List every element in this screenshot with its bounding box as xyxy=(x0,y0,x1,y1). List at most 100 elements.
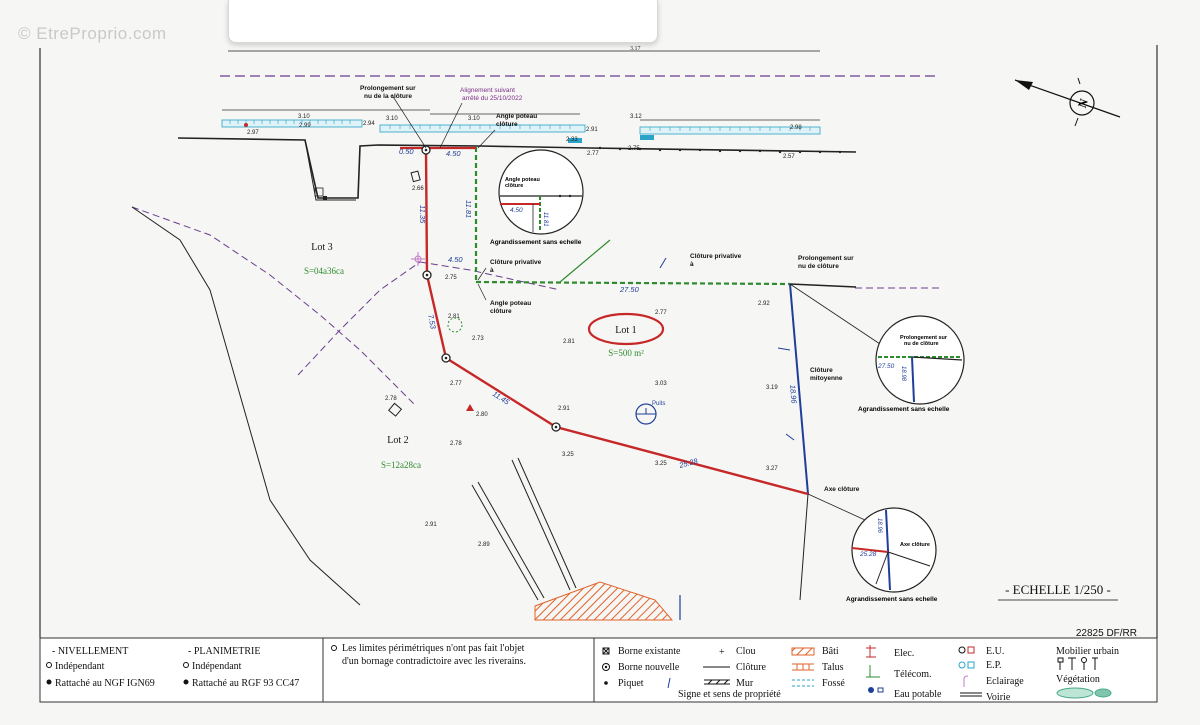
elevation-label: 3.10 xyxy=(468,116,480,122)
detail-caption: Agrandissement sans echelle xyxy=(846,596,938,603)
annotation-text: nu de la clôture xyxy=(364,93,412,100)
dimension-label: 27.50 xyxy=(619,285,640,294)
detail-title: Axe clôture xyxy=(900,542,930,548)
north-arrow-icon: N xyxy=(1014,77,1121,127)
nail-icon: + xyxy=(719,647,725,658)
detail-dimension: 27.50 xyxy=(877,363,895,370)
legend-item: Voirie xyxy=(986,692,1011,703)
elevation-label: 2.99 xyxy=(299,123,311,129)
road-icon xyxy=(960,692,982,697)
elevation-label: 2.78 xyxy=(450,441,462,447)
built-area-hatch xyxy=(534,581,674,621)
legend-item: Eclairage xyxy=(986,676,1024,687)
annotation-text: clôture xyxy=(496,121,518,128)
lot-area: S=04a36ca xyxy=(304,266,344,276)
elevation-label: 3.27 xyxy=(766,466,778,472)
new-marker-icon xyxy=(602,663,610,671)
elevation-label: 2.98 xyxy=(790,125,802,131)
elevation-label: 2.57 xyxy=(783,154,795,160)
telecom-icon xyxy=(866,665,880,678)
elevation-label: 2.97 xyxy=(247,130,259,136)
detail-title: nu de clôture xyxy=(904,341,939,347)
legend-item: E.P. xyxy=(986,660,1002,671)
dimension-label: 4.50 xyxy=(448,255,463,264)
detail-title: Angle poteau xyxy=(505,177,540,183)
elevation-label: 2.81 xyxy=(563,339,575,345)
elevation-label: 3.12 xyxy=(630,114,642,120)
lamp-icon xyxy=(963,675,969,687)
tree-icon xyxy=(447,317,463,333)
slope-icon xyxy=(792,663,814,671)
legend-item: Borne nouvelle xyxy=(618,662,680,673)
elevation-label: 3.10 xyxy=(386,116,398,122)
dimension-label: 11.81 xyxy=(464,200,473,218)
elevation-label: 2.73 xyxy=(472,336,484,342)
legend-item: Indépendant xyxy=(192,661,242,672)
elevation-label: 2.77 xyxy=(655,310,667,316)
road-ruler-right xyxy=(639,126,821,140)
lot-name: Lot 1 xyxy=(615,325,636,336)
elevation-label: 3.03 xyxy=(655,381,667,387)
existing-marker-icon xyxy=(602,647,610,655)
annotation-text: Angle poteau xyxy=(490,300,531,307)
elevation-label: 2.77 xyxy=(450,381,462,387)
lot-name: Lot 2 xyxy=(387,435,408,446)
elevation-label: 2.66 xyxy=(412,186,424,192)
elevation-label: 2.75 xyxy=(628,146,640,152)
legend-item: Bâti xyxy=(822,646,839,657)
legend-item: E.U. xyxy=(986,646,1004,657)
detail-caption: Agrandissement sans echelle xyxy=(490,239,582,246)
annotation-text: clôture xyxy=(490,308,512,315)
legend-item: Elec. xyxy=(894,648,914,659)
elevation-label: 2.92 xyxy=(758,301,770,307)
annotation-text: Clôture privative xyxy=(490,259,542,266)
dimension-label: 4.50 xyxy=(446,149,461,158)
alignment-text: Alignement suivant xyxy=(460,87,515,94)
lighting-icon xyxy=(411,252,425,266)
elevation-label: 2.89 xyxy=(478,542,490,548)
legend-item: Mobilier urbain xyxy=(1056,646,1119,657)
legend-item: Clou xyxy=(736,646,755,657)
dimension-label: 7.53 xyxy=(426,314,438,331)
lot-area: S=500 m² xyxy=(608,348,644,358)
dimension-label: 11.45 xyxy=(491,389,512,407)
elevation-label: 3.19 xyxy=(766,385,778,391)
sewage-icon xyxy=(958,646,975,654)
legend-item: Rattaché au NGF IGN69 xyxy=(55,678,155,689)
legend: - NIVELLEMENT Indépendant Rattaché au NG… xyxy=(39,637,1158,703)
well-icon xyxy=(635,403,657,425)
property-sign-icon xyxy=(667,677,671,689)
lot-name: Lot 3 xyxy=(311,242,332,253)
legend-nivellement-title: - NIVELLEMENT xyxy=(52,646,128,657)
legend-item: Végétation xyxy=(1056,674,1100,685)
legend-item: Eau potable xyxy=(894,689,942,700)
detail-circle-3: Axe clôture 18.96 25.28 Agrandissement s… xyxy=(846,507,938,603)
legend-planimetrie-title: - PLANIMETRIE xyxy=(188,646,261,657)
detail-circle-1: Angle poteau clôture 4.50 11.81 Agrandis… xyxy=(490,149,584,246)
annotation-text: nu de clôture xyxy=(798,263,839,270)
reference-number: 22825 DF/RR xyxy=(1076,628,1137,639)
elevation-label: 2.81 xyxy=(448,314,460,320)
road-ruler-mid xyxy=(379,124,586,143)
legend-item: Télécom. xyxy=(894,669,931,680)
elevation-label: 3.25 xyxy=(655,461,667,467)
legend-item: Fossé xyxy=(822,678,845,689)
legend-item: Mur xyxy=(736,678,754,689)
top-overlay-card xyxy=(228,0,658,43)
annotation-text: Clôture privative xyxy=(690,253,742,260)
detail-circle-2: Prolongement sur nu de clôture 27.50 18.… xyxy=(858,315,965,413)
north-symbol: N xyxy=(1075,97,1091,110)
private-fence-lines xyxy=(474,147,791,286)
legend-item: Rattaché au RGF 93 CC47 xyxy=(192,678,299,689)
detail-dimension: 11.81 xyxy=(542,212,548,227)
legend-note: Les limites périmétriques n'ont pas fait… xyxy=(342,643,525,654)
limit-line xyxy=(424,149,809,496)
ditch-icon xyxy=(792,679,814,687)
legend-item: Clôture xyxy=(736,662,767,673)
legend-item: Indépendant xyxy=(55,661,105,672)
annotation-text: Angle poteau xyxy=(496,113,537,120)
legend-item: Borne existante xyxy=(618,646,681,657)
elevation-label: 2.94 xyxy=(363,121,375,127)
stake-icon xyxy=(604,681,608,685)
